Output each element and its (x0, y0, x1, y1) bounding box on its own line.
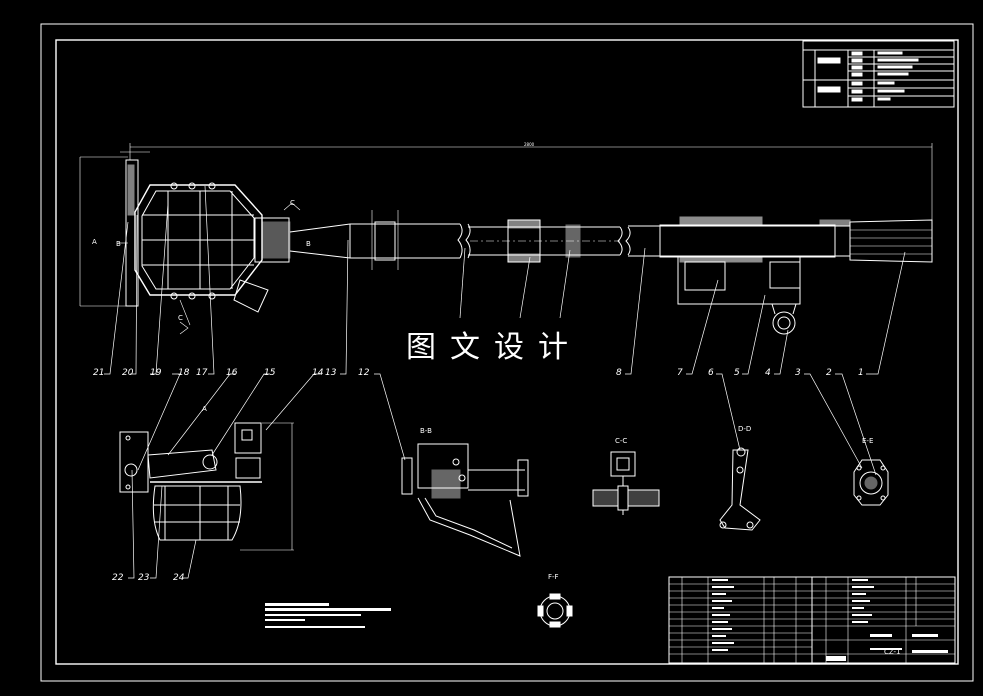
boom-shaft (289, 210, 933, 335)
section-e-e (853, 459, 889, 506)
section-d-d (719, 447, 761, 531)
part-number-16: 16 (226, 368, 238, 378)
view-label-b-right: B (306, 240, 311, 248)
section-label-c-c: C-C (615, 437, 628, 445)
section-b-b (401, 443, 529, 557)
overall-dimension (129, 143, 933, 224)
view-label-c-bottom: C (178, 314, 183, 322)
part-number-5: 5 (734, 368, 740, 378)
part-number-1: 1 (858, 368, 864, 378)
part-number-19: 19 (150, 368, 162, 378)
view-label-a-arrow: A (92, 238, 97, 246)
overall-dimension-text: 2800 (524, 142, 535, 147)
part-number-24: 24 (173, 573, 185, 583)
sheet-code: CZ-1 (884, 648, 901, 656)
leader-lines (104, 185, 906, 579)
view-label-c-top: C (290, 199, 295, 207)
view-label-b-arrow: B (116, 240, 121, 248)
part-number-2: 2 (826, 368, 832, 378)
outer-border (40, 23, 974, 682)
inner-border (55, 39, 959, 665)
part-number-13: 13 (325, 368, 337, 378)
watermark: 图文设计 (406, 330, 582, 365)
part-number-22: 22 (112, 573, 124, 583)
title-block (668, 576, 956, 664)
section-f-f (537, 593, 573, 628)
spec-table (802, 40, 955, 108)
head-assembly (79, 151, 301, 335)
section-label-b-b: B-B (420, 427, 432, 435)
part-number-6: 6 (708, 368, 714, 378)
part-number-8: 8 (616, 368, 622, 378)
part-number-12: 12 (358, 368, 370, 378)
part-number-20: 20 (122, 368, 134, 378)
part-number-17: 17 (196, 368, 208, 378)
part-number-7: 7 (677, 368, 683, 378)
part-number-14: 14 (312, 368, 324, 378)
view-label-a: A (202, 405, 207, 413)
part-number-3: 3 (795, 368, 801, 378)
section-label-d-d: D-D (738, 425, 752, 433)
view-a-detail (119, 422, 294, 551)
technical-notes (265, 603, 391, 628)
part-number-18: 18 (178, 368, 190, 378)
part-number-15: 15 (264, 368, 276, 378)
part-number-21: 21 (93, 368, 105, 378)
section-label-f-f: F-F (548, 573, 559, 581)
part-number-4: 4 (765, 368, 771, 378)
section-c-c (592, 451, 660, 515)
section-label-e-e: E-E (862, 437, 874, 445)
part-number-23: 23 (138, 573, 150, 583)
